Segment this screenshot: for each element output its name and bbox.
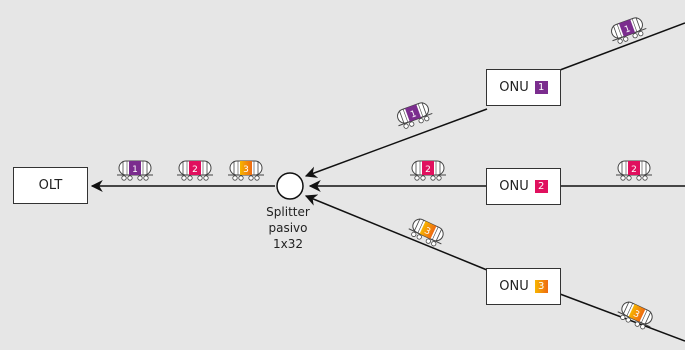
svg-text:3: 3	[243, 165, 249, 175]
svg-text:2: 2	[425, 165, 431, 175]
onu-2-box: ONU 2	[486, 168, 561, 205]
tank-car-icon: 1	[116, 160, 154, 181]
onu-1-label: ONU	[499, 80, 529, 95]
tank-car-icon: 3	[227, 160, 265, 181]
tank-car-icon: 2	[176, 160, 214, 181]
tank-car-icon: 2	[615, 160, 653, 181]
splitter-label-line1: Splitter	[266, 205, 310, 219]
olt-label: OLT	[38, 178, 63, 193]
branch-onu1	[559, 22, 685, 71]
svg-text:1: 1	[623, 24, 632, 35]
tank-car-icon: 3	[615, 298, 657, 333]
onu-2-label: ONU	[499, 179, 529, 194]
svg-text:3: 3	[631, 309, 640, 320]
tank-car-icon: 1	[393, 99, 435, 132]
svg-text:1: 1	[409, 109, 418, 120]
fiber-onu3	[304, 194, 488, 271]
tank-car-icon: 3	[406, 215, 448, 250]
onu-1-box: ONU 1	[486, 69, 561, 106]
svg-text:3: 3	[422, 226, 431, 237]
onu-3-badge: 3	[534, 280, 548, 293]
onu-1-badge: 1	[534, 81, 548, 94]
splitter-label: Splitter pasivo 1x32	[248, 204, 328, 252]
svg-text:1: 1	[132, 165, 138, 175]
splitter-label-line2: pasivo	[268, 221, 308, 235]
onu-2-badge: 2	[534, 180, 548, 193]
fiber-onu1	[304, 108, 488, 178]
splitter-circle-icon	[276, 172, 304, 200]
svg-text:2: 2	[631, 165, 637, 175]
tank-car-icon: 1	[607, 14, 649, 47]
svg-text:2: 2	[192, 165, 198, 175]
onu-3-box: ONU 3	[486, 268, 561, 305]
olt-box: OLT	[13, 167, 88, 204]
splitter-label-line3: 1x32	[272, 237, 303, 251]
tank-car-icon: 2	[409, 160, 447, 181]
onu-3-label: ONU	[499, 279, 529, 294]
